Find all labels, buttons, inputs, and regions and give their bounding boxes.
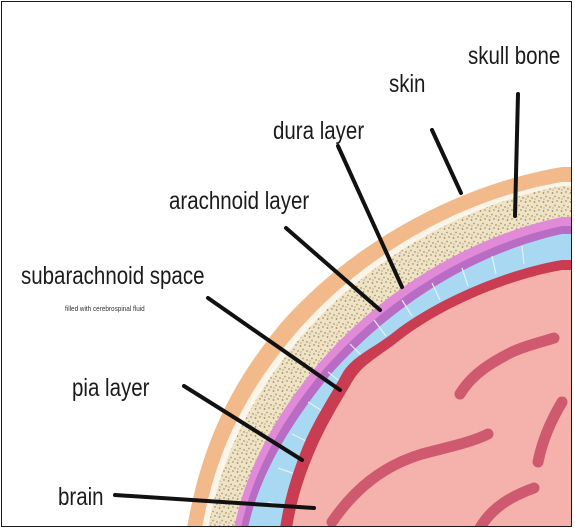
label-brain: brain <box>58 485 104 510</box>
skin-leader <box>432 130 461 193</box>
label-subarachnoid-note: filled with cerebrospinal fluid <box>65 305 145 313</box>
label-subarachnoid-space: subarachnoid space <box>21 264 205 289</box>
label-arachnoid-layer: arachnoid layer <box>169 189 309 214</box>
label-skull-bone: skull bone <box>468 44 560 69</box>
label-skin: skin <box>389 72 425 97</box>
label-pia-layer: pia layer <box>72 376 149 401</box>
label-dura-layer: dura layer <box>273 119 364 144</box>
